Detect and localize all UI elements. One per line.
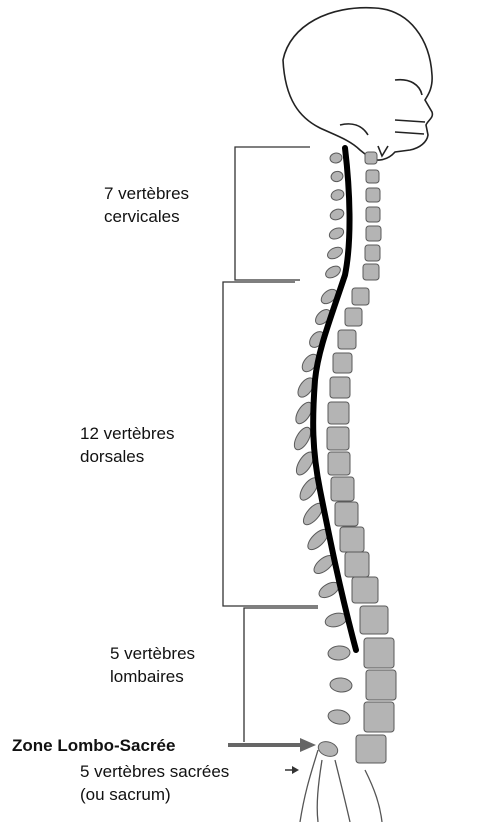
vertebra-process (327, 645, 350, 661)
vertebra-body (365, 152, 377, 164)
vertebra-process (327, 708, 351, 726)
lumbar-label-line1: 5 vertèbres (110, 642, 195, 665)
vertebra-body (352, 577, 378, 603)
vertebra-body (366, 670, 396, 700)
vertebra-body (338, 330, 356, 349)
vertebra-body (366, 170, 379, 183)
arrow-icon (228, 738, 316, 752)
sacral-arrow-icon (285, 766, 299, 774)
vertebra-body (330, 377, 350, 398)
vertebra-process (326, 245, 345, 261)
vertebra-body (366, 226, 381, 241)
vertebra-body (364, 702, 394, 732)
zone-label: Zone Lombo-Sacrée (12, 734, 175, 757)
vertebra-body (328, 452, 350, 475)
vertebra-body (366, 207, 380, 222)
lumbar-label: 5 vertèbres lombaires (110, 642, 195, 688)
vertebra-body (360, 606, 388, 634)
sacral-label-line2: (ou sacrum) (80, 783, 229, 806)
lumbar-bracket (244, 608, 318, 742)
vertebra-body (333, 353, 352, 373)
sacral-label: 5 vertèbres sacrées (ou sacrum) (80, 760, 229, 806)
vertebra-body (365, 245, 380, 261)
dorsal-label-line1: 12 vertèbres (80, 422, 175, 445)
vertebra-body (331, 477, 354, 501)
dorsal-label: 12 vertèbres dorsales (80, 422, 175, 468)
vertebra-body (363, 264, 379, 280)
sacral-label-line1: 5 vertèbres sacrées (80, 760, 229, 783)
spine-icon (291, 152, 396, 763)
vertebra-body (327, 427, 349, 450)
vertebra-process (329, 152, 343, 164)
vertebra-body (366, 188, 380, 202)
lumbar-label-line2: lombaires (110, 665, 195, 688)
vertebra-body (335, 502, 358, 526)
cervical-label: 7 vertèbres cervicales (104, 182, 189, 228)
skull-icon (283, 8, 432, 160)
vertebra-process (329, 677, 352, 693)
vertebra-process (324, 264, 343, 281)
vertebra-body (328, 402, 349, 424)
vertebra-process (329, 207, 346, 222)
vertebra-process (316, 739, 340, 759)
vertebra-process (330, 188, 346, 202)
vertebra-body (364, 638, 394, 668)
vertebra-body (356, 735, 386, 763)
vertebra-body (345, 308, 362, 326)
vertebra-body (345, 552, 369, 577)
vertebra-process (328, 226, 346, 241)
vertebra-process (330, 170, 344, 183)
dorsal-label-line2: dorsales (80, 445, 175, 468)
vertebra-body (340, 527, 364, 552)
cervical-label-line1: 7 vertèbres (104, 182, 189, 205)
cervical-bracket (235, 147, 310, 280)
cervical-label-line2: cervicales (104, 205, 189, 228)
vertebra-body (352, 288, 369, 305)
